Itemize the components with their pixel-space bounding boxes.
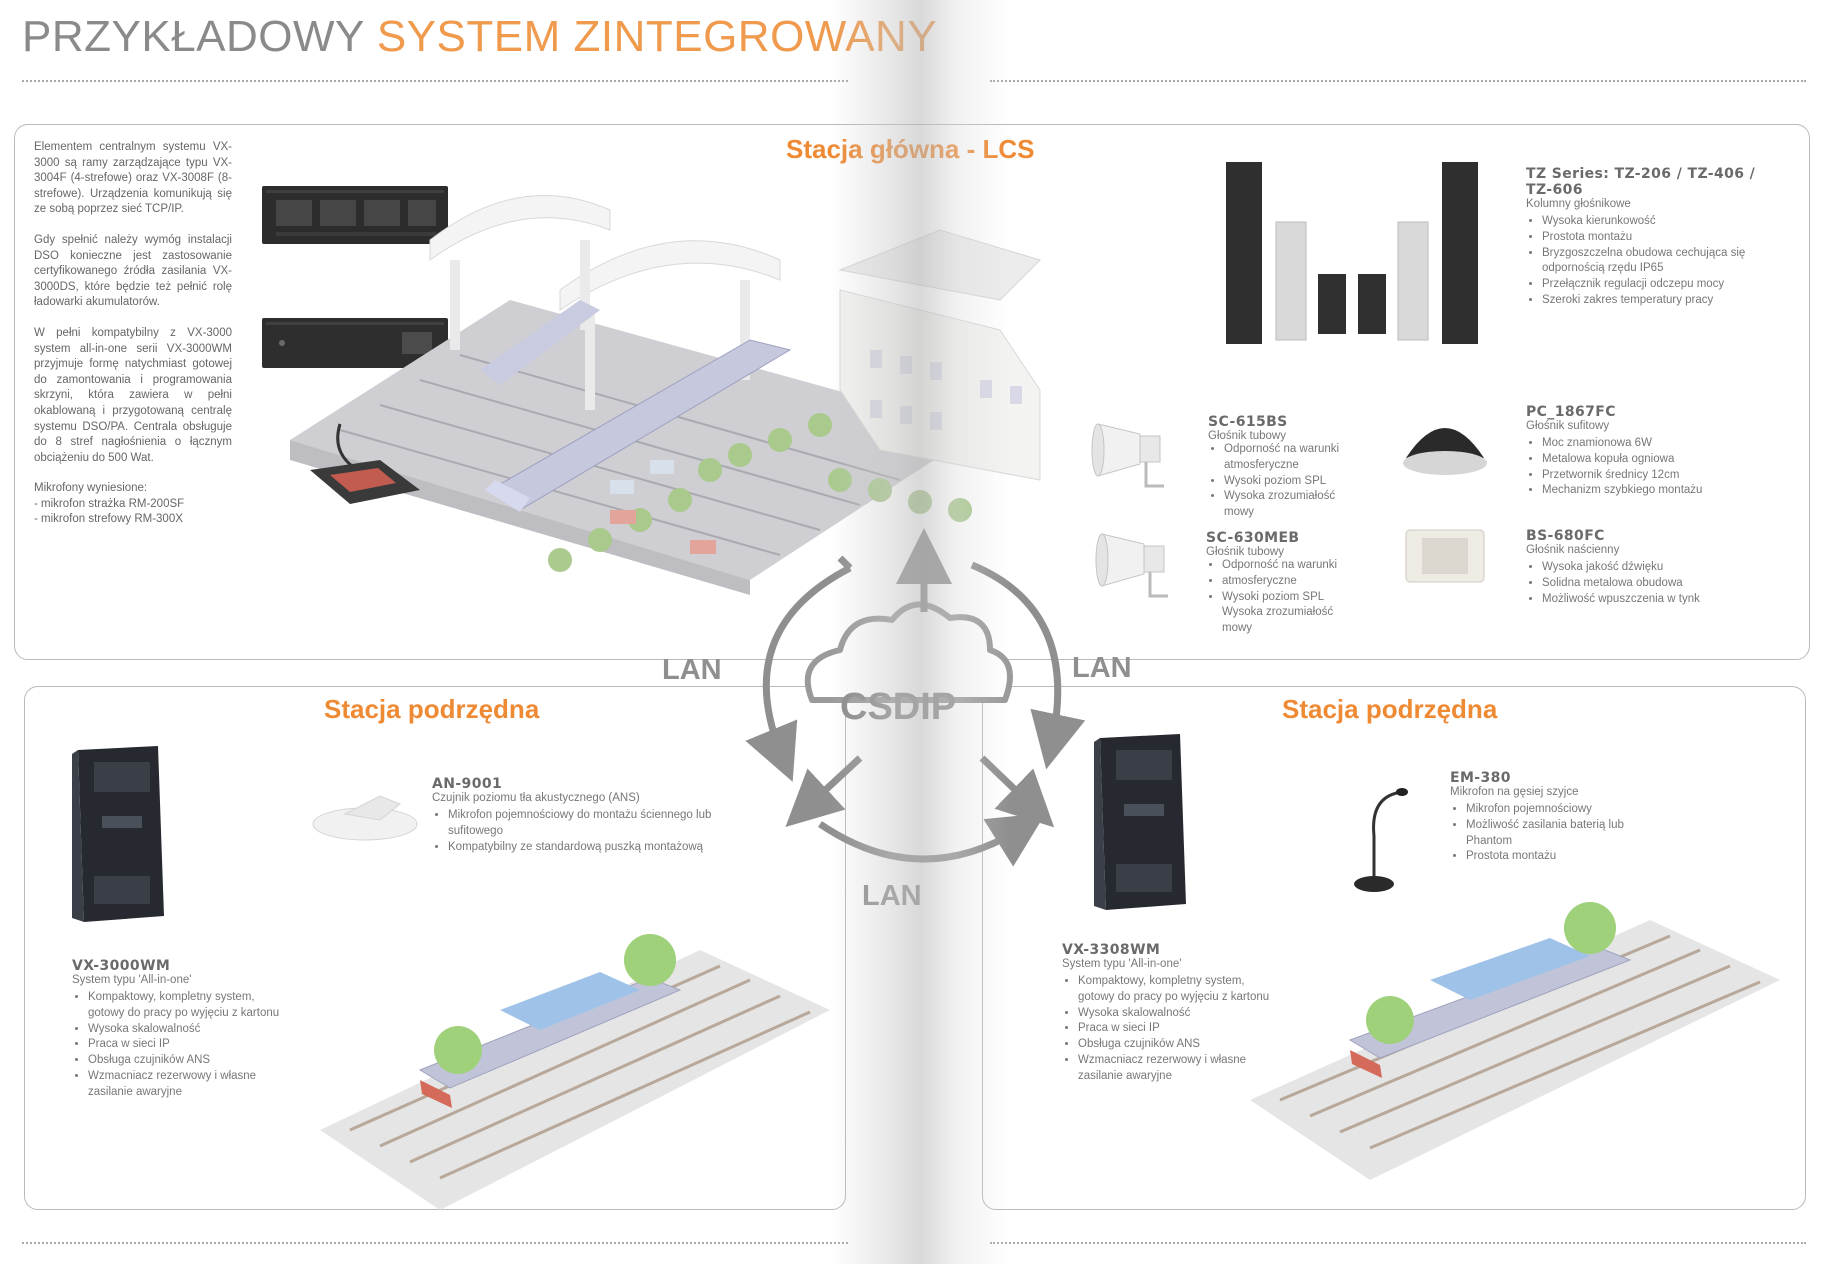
horn-speaker-sc630meb-image — [1095, 533, 1168, 598]
lan-label-bottom: LAN — [862, 880, 922, 912]
feature-item: Szeroki zakres temperatury pracy — [1542, 293, 1766, 309]
rack-unit-vx3004f-image — [262, 186, 448, 244]
product-vx3000wm: VX-3000WM System typu 'All-in-one' Kompa… — [72, 958, 280, 1101]
cabinet-vx3308wm-image — [1094, 734, 1186, 910]
product-em380: EM-380 Mikrofon na gęsiej szyjce Mikrofo… — [1450, 770, 1640, 865]
product-name: VX-3308WM — [1062, 942, 1161, 958]
feature-item: Praca w sieci IP — [88, 1037, 280, 1053]
ans-sensor-an9001-image — [312, 795, 418, 841]
product-name: PC_1867FC — [1526, 404, 1616, 420]
horn-speaker-sc615bs-image — [1091, 423, 1164, 488]
arrow-down-right — [979, 755, 1055, 828]
feature-item: Możliwość wpuszczenia w tynk — [1542, 592, 1726, 608]
mic-item: - mikrofon strefowy RM-300X — [34, 513, 183, 526]
feature-item: Obsługa czujników ANS — [88, 1053, 280, 1069]
product-name: TZ Series: TZ-206 / TZ-406 / TZ-606 — [1526, 166, 1756, 198]
description-paragraph: W pełni kompatybilny z VX-3000 system al… — [34, 326, 232, 464]
product-pc1867fc: PC_1867FC Głośnik sufitowy Moc znamionow… — [1526, 404, 1726, 499]
column-speakers-tz-image — [1226, 162, 1478, 344]
product-name: EM-380 — [1450, 770, 1511, 786]
product-tz: TZ Series: TZ-206 / TZ-406 / TZ-606 Kolu… — [1526, 166, 1766, 309]
product-name: SC-630MEB — [1206, 530, 1300, 546]
product-subtitle: Czujnik poziomu tła akustycznego (ANS) — [432, 792, 640, 804]
arrow-lan-left — [745, 564, 852, 782]
feature-item: Kompatybilny ze standardową puszką monta… — [448, 840, 732, 856]
feature-item: Mechanizm szybkiego montażu — [1542, 483, 1726, 499]
feature-item: Moc znamionowa 6W — [1542, 436, 1726, 452]
product-subtitle: System typu 'All-in-one' — [1062, 958, 1182, 970]
mics-title: Mikrofony wyniesione: — [34, 482, 148, 495]
feature-item: Praca w sieci IP — [1078, 1021, 1274, 1037]
product-name: VX-3000WM — [72, 958, 171, 974]
product-name: BS-680FC — [1526, 528, 1605, 544]
feature-item: Wysoki poziom SPL — [1224, 474, 1358, 490]
feature-item: Bryzgoszczelna obudowa cechująca się odp… — [1542, 246, 1766, 278]
description-paragraph: Elementem centralnym systemu VX-3000 są … — [34, 141, 232, 216]
mic-item: - mikrofon strażka RM-200SF — [34, 497, 185, 510]
product-vx3308wm: VX-3308WM System typu 'All-in-one' Kompa… — [1062, 942, 1274, 1085]
page-title-grey: PRZYKŁADOWY — [22, 12, 377, 61]
sub-station-right-illustration — [1250, 902, 1780, 1180]
ceiling-speaker-pc1867fc-image — [1403, 428, 1487, 475]
product-sc630meb: SC-630MEB Głośnik tubowy Odporność na wa… — [1206, 530, 1356, 637]
feature-item: Odporność na warunki — [1222, 558, 1356, 574]
lan-label-right: LAN — [1072, 652, 1132, 684]
feature-item: atmosferyczne — [1222, 574, 1356, 590]
gooseneck-microphone-em380-image — [1354, 788, 1408, 892]
main-station-description: Elementem centralnym systemu VX-3000 są … — [34, 140, 232, 528]
sub-station-left-illustration — [320, 934, 830, 1210]
feature-item: Wysoka zrozumiałość mowy — [1224, 489, 1358, 521]
cloud-label: CSDIP — [840, 686, 957, 728]
lan-label-left: LAN — [662, 654, 722, 686]
product-subtitle: Głośnik tubowy — [1208, 430, 1286, 442]
product-bs680fc: BS-680FC Głośnik naścienny Wysoka jakość… — [1526, 528, 1726, 607]
feature-item: Wysoka skalowalność — [1078, 1006, 1274, 1022]
header-divider-right — [990, 80, 1806, 82]
product-subtitle: Głośnik naścienny — [1526, 544, 1620, 556]
product-sc615bs: SC-615BS Głośnik tubowy Odporność na war… — [1208, 414, 1358, 521]
feature-item: Obsługa czujników ANS — [1078, 1037, 1274, 1053]
wall-speaker-bs680fc-image — [1405, 529, 1485, 583]
product-subtitle: Głośnik tubowy — [1206, 546, 1284, 558]
rack-unit-vx3000ds-image — [262, 318, 448, 368]
feature-item: Prostota montażu — [1466, 849, 1640, 865]
product-subtitle: Kolumny głośnikowe — [1526, 198, 1631, 210]
description-paragraph: Gdy spełnić należy wymóg instalacji DSO … — [34, 233, 232, 309]
arrow-down-left — [785, 755, 863, 828]
feature-item: Możliwość zasilania baterią lub Phantom — [1466, 818, 1640, 850]
header-divider-left — [22, 80, 848, 82]
feature-item: Prostota montażu — [1542, 230, 1766, 246]
product-subtitle: System typu 'All-in-one' — [72, 974, 192, 986]
feature-item: Odporność na warunki atmosferyczne — [1224, 442, 1358, 474]
cabinet-vx3000wm-image — [72, 746, 164, 922]
feature-item: Wzmacniacz rezerwowy i własne zasilanie … — [88, 1069, 280, 1101]
page-title-accent: SYSTEM ZINTEGROWANY — [376, 12, 938, 61]
page-title: PRZYKŁADOWY SYSTEM ZINTEGROWANY — [22, 12, 937, 62]
feature-item: Solidna metalowa obudowa — [1542, 576, 1726, 592]
feature-item: Kompaktowy, kompletny system, gotowy do … — [88, 990, 280, 1022]
feature-item: Wysoki poziom SPL Wysoka zrozumiałość mo… — [1222, 590, 1356, 637]
sub-station-right-title: Stacja podrzędna — [1282, 694, 1498, 724]
product-name: SC-615BS — [1208, 414, 1288, 430]
paging-microphone-image — [310, 423, 420, 504]
feature-item: Wysoka jakość dźwięku — [1542, 560, 1726, 576]
feature-item: Wzmacniacz rezerwowy i własne zasilanie … — [1078, 1053, 1274, 1085]
feature-item: Wysoka skalowalność — [88, 1022, 280, 1038]
feature-item: Przetwornik średnicy 12cm — [1542, 468, 1726, 484]
feature-item: Metalowa kopuła ogniowa — [1542, 452, 1726, 468]
product-an9001: AN-9001 Czujnik poziomu tła akustycznego… — [432, 776, 732, 855]
feature-item: Wysoka kierunkowość — [1542, 214, 1766, 230]
feature-item: Przełącznik regulacji odczepu mocy — [1542, 277, 1766, 293]
feature-item: Mikrofon pojemnościowy — [1466, 802, 1640, 818]
product-subtitle: Mikrofon na gęsiej szyjce — [1450, 786, 1579, 798]
product-name: AN-9001 — [432, 776, 503, 792]
feature-item: Kompaktowy, kompletny system, gotowy do … — [1078, 974, 1274, 1006]
footer-divider-right — [990, 1242, 1806, 1244]
footer-divider-left — [22, 1242, 848, 1244]
sub-station-left-title: Stacja podrzędna — [324, 694, 540, 724]
feature-item: Mikrofon pojemnościowy do montażu ścienn… — [448, 808, 732, 840]
arrow-lan-bottom — [818, 813, 1046, 867]
product-subtitle: Głośnik sufitowy — [1526, 420, 1610, 432]
